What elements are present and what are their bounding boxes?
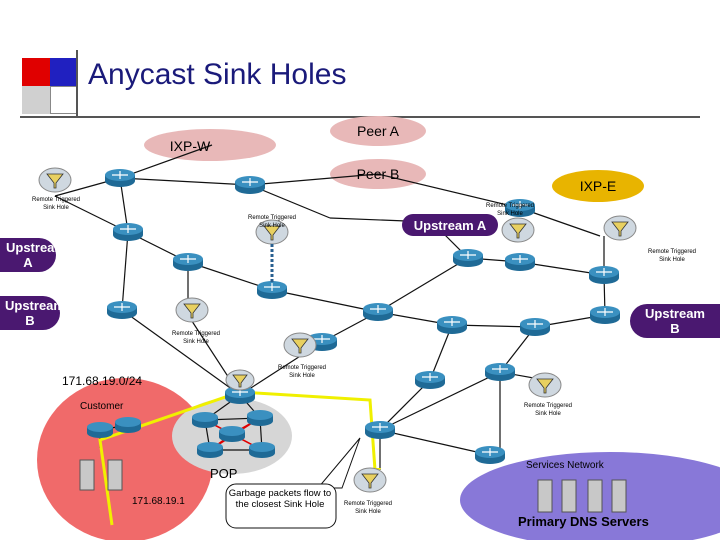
router-icon xyxy=(415,371,445,389)
ixp-w-oval xyxy=(144,129,276,161)
sink-hole-label: Remote Triggered Sink Hole xyxy=(647,249,697,263)
router-icon xyxy=(363,303,393,321)
services-network-label: Services Network xyxy=(526,460,604,471)
peer-a-label: Peer A xyxy=(356,123,400,139)
callout-text: Garbage packets flow to the closest Sink… xyxy=(228,488,332,510)
router-icon xyxy=(197,442,223,458)
router-icon xyxy=(520,318,550,336)
router-icon xyxy=(247,410,273,426)
sink-hole-label: Remote Triggered Sink Hole xyxy=(171,331,221,345)
decor-vertical-line xyxy=(76,50,78,118)
sink-hole-icon xyxy=(38,167,72,193)
router-icon xyxy=(107,301,137,319)
slide-title: Anycast Sink Holes xyxy=(88,58,347,91)
ixp-e-oval xyxy=(552,170,644,202)
sink-hole-label: Remote Triggered Sink Hole xyxy=(31,197,81,211)
ixp-w-label: IXP-W xyxy=(169,138,211,154)
router-icon xyxy=(249,442,275,458)
decor-horizontal-line xyxy=(20,116,700,118)
dns-servers xyxy=(537,479,627,513)
sink-hole-icon xyxy=(255,219,289,282)
sink-hole-label: Remote Triggered Sink Hole xyxy=(523,403,573,417)
customer-label: Customer xyxy=(80,401,124,412)
peer-a-oval xyxy=(330,116,426,146)
router-icon xyxy=(105,169,135,187)
router-icon xyxy=(437,316,467,334)
upstream-b-right-label: Upstream B xyxy=(645,306,705,336)
router-icon xyxy=(219,426,245,442)
decor-square-gray xyxy=(22,86,50,114)
router-icon xyxy=(475,446,505,464)
peer-b-label: Peer B xyxy=(356,166,400,182)
ixp-e-label: IXP-E xyxy=(579,178,617,194)
sink-hole-icon xyxy=(353,467,387,493)
upstream-b-left: Upstream B xyxy=(0,296,65,330)
sink-holes xyxy=(38,167,637,493)
sink-hole-icon xyxy=(283,332,317,358)
router-icon xyxy=(589,266,619,284)
router-icon xyxy=(505,253,535,271)
upstream-b-right: Upstream B xyxy=(630,304,720,338)
router-icon xyxy=(365,421,395,439)
upstream-b-left-label: Upstream B xyxy=(5,298,65,328)
sink-hole-label: Remote Triggered Sink Hole xyxy=(277,365,327,379)
router-icon xyxy=(87,422,113,438)
decor-square-blue xyxy=(50,58,78,86)
router-icon xyxy=(173,253,203,271)
pop-label: POP xyxy=(210,466,238,481)
sink-hole-label: Remote Triggered Sink Hole xyxy=(247,215,297,229)
upstream-a-right: Upstream A xyxy=(402,214,498,236)
sink-hole-label: Remote Triggered Sink Hole xyxy=(343,501,393,515)
router-icon xyxy=(257,281,287,299)
customer-network-area xyxy=(37,378,213,540)
router-icon xyxy=(115,417,141,433)
router-icon xyxy=(485,363,515,381)
sink-hole-icon xyxy=(603,215,637,241)
upstream-a-left-label: Upstream A xyxy=(6,240,66,270)
router-icon xyxy=(235,176,265,194)
sink-hole-icon xyxy=(528,372,562,398)
router-icon xyxy=(192,412,218,428)
customer-host-ip: 171.68.19.1 xyxy=(132,496,185,507)
callout-box xyxy=(225,483,337,529)
sink-hole-icon xyxy=(175,297,209,323)
router-icon xyxy=(505,199,535,217)
sink-hole-icon xyxy=(501,217,535,243)
sink-hole-icon xyxy=(225,369,255,391)
upstream-a-right-label: Upstream A xyxy=(413,217,487,233)
customer-servers xyxy=(79,459,123,491)
router-icon xyxy=(113,223,143,241)
router-icon xyxy=(453,249,483,267)
routers xyxy=(87,169,620,464)
decor-square-red xyxy=(22,58,50,86)
upstream-a-left: Upstream A xyxy=(0,238,66,272)
customer-prefix: 171.68.19.0/24 xyxy=(62,374,143,388)
dns-servers-label: Primary DNS Servers xyxy=(518,514,649,529)
sink-hole-label: Remote Triggered Sink Hole xyxy=(485,203,535,217)
router-icon xyxy=(590,306,620,324)
